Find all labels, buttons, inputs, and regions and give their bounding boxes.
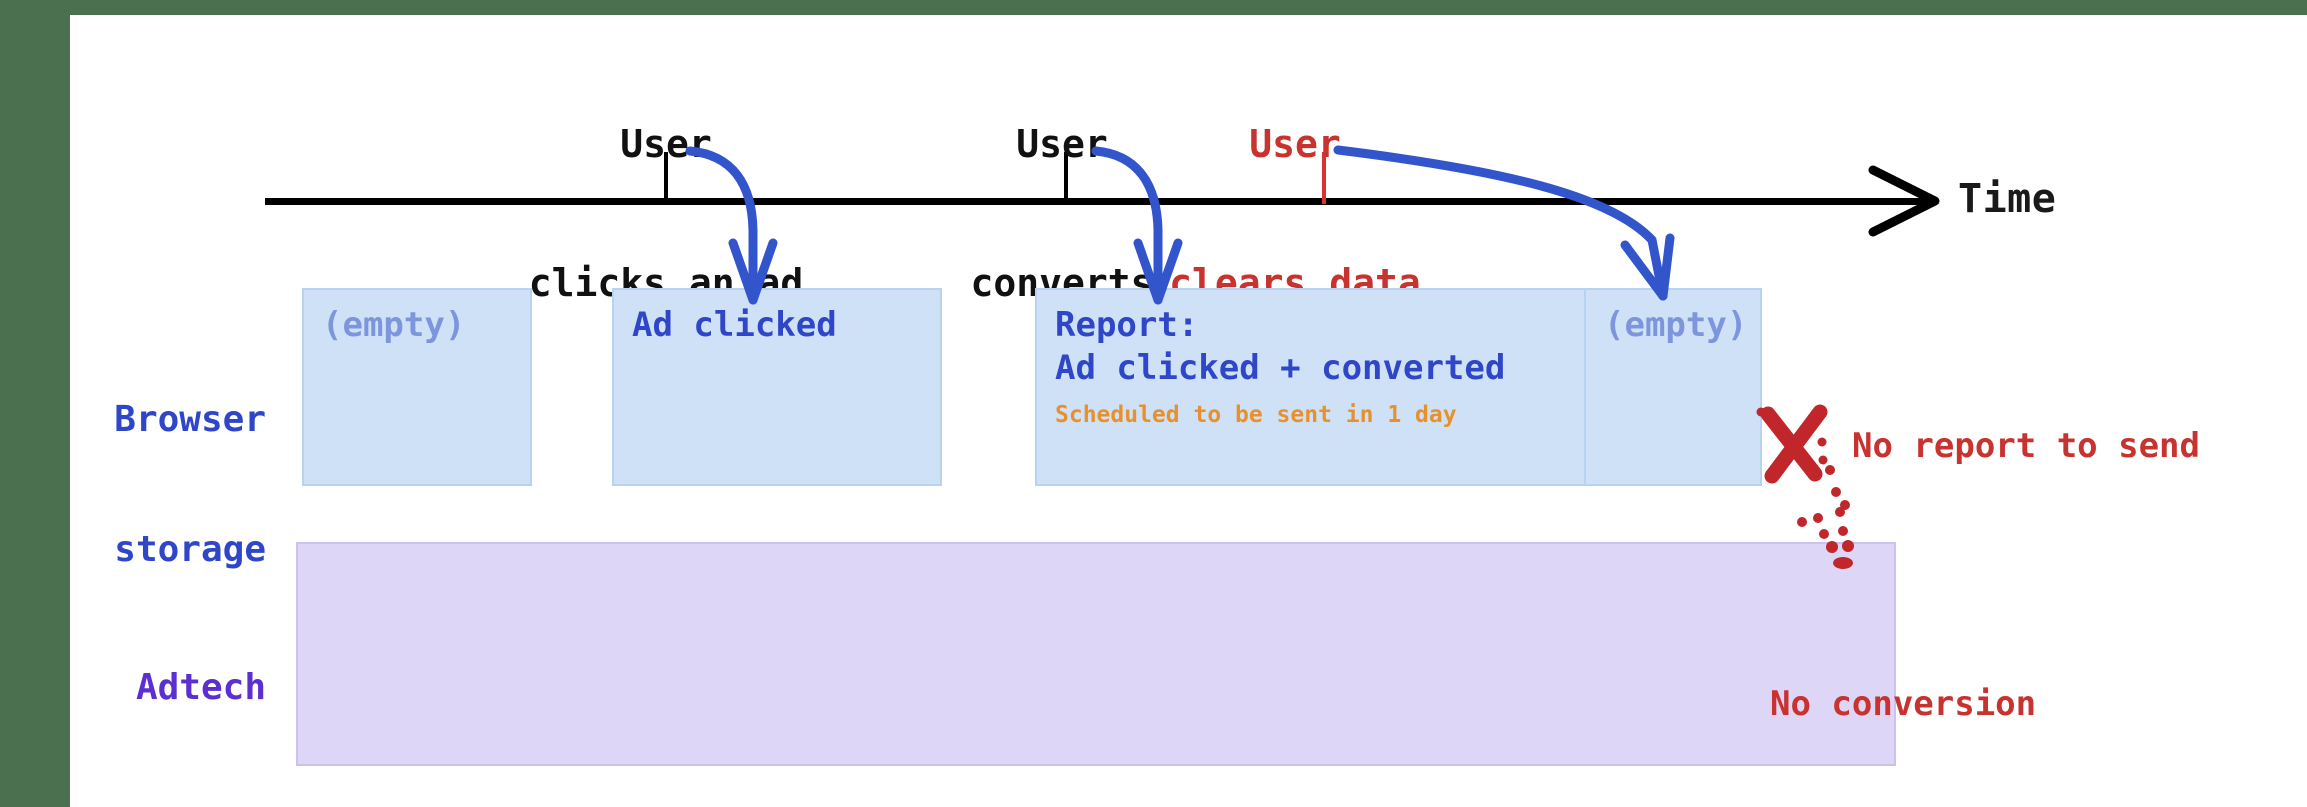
browser-state-cleared: (empty)	[1584, 288, 1762, 486]
timeline-tick-click	[664, 152, 668, 204]
browser-state-initial-text: (empty)	[322, 305, 466, 345]
browser-state-report: Report: Ad clicked + converted Scheduled…	[1035, 288, 1590, 486]
browser-state-cleared-text: (empty)	[1604, 305, 1748, 345]
frame-left-band	[0, 0, 70, 807]
timeline-tick-clear	[1322, 152, 1326, 204]
browser-state-initial: (empty)	[302, 288, 532, 486]
red-x-icon	[1756, 404, 1828, 484]
browser-state-report-title: Report:	[1055, 305, 1199, 345]
event-caption-clear-line1: User	[1249, 121, 1341, 166]
row-label-adtech-line1: Adtech	[135, 667, 266, 709]
row-label-adtech-line2: server	[80, 796, 266, 807]
timeline-tick-convert	[1064, 152, 1068, 204]
event-caption-click-line1: User	[620, 121, 712, 166]
annotation-no-conversion-reported: No conversion reported to adtech	[1770, 598, 2138, 807]
row-label-browser-line1: Browser	[114, 399, 266, 441]
row-label-browser-line2: storage	[114, 528, 266, 570]
row-label-browser-storage: Browser storage	[80, 312, 266, 658]
adtech-server-band	[296, 542, 1896, 766]
annotation-no-conversion-line1: No conversion	[1770, 684, 2037, 724]
browser-state-report-schedule-note: Scheduled to be sent in 1 day	[1055, 402, 1457, 428]
browser-state-clicked-text: Ad clicked	[632, 305, 837, 345]
row-label-adtech-server: Adtech server	[80, 580, 266, 807]
browser-state-clicked: Ad clicked	[612, 288, 942, 486]
browser-state-report-body: Ad clicked + converted	[1055, 347, 1506, 388]
frame-top-band	[0, 0, 2307, 15]
time-axis-label: Time	[1958, 176, 2057, 222]
annotation-no-report-to-send: No report to send	[1852, 426, 2200, 466]
